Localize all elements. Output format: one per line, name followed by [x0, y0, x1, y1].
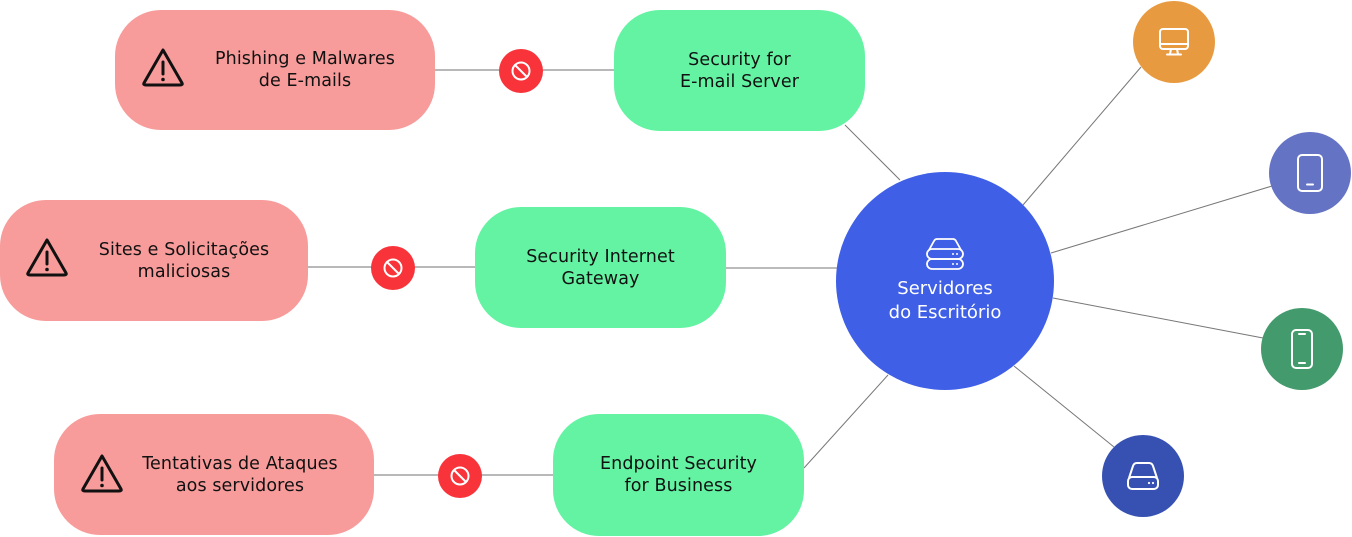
connector-line [803, 374, 889, 469]
device-tablet [1269, 132, 1351, 214]
solution-label: Security for E-mail Server [679, 49, 800, 92]
warning-triangle-icon [81, 454, 123, 493]
blocked-icon [438, 454, 482, 498]
solution-label: Security Internet Gateway [526, 246, 675, 289]
solution-node-email-server: Security for E-mail Server [614, 10, 865, 131]
warning-triangle-icon [142, 48, 184, 87]
hub-label: Servidores do Escritório [888, 278, 1002, 323]
solution-node-internet-gateway: Security Internet Gateway [475, 207, 726, 328]
connector-line [1050, 185, 1273, 254]
blocked-icon [499, 49, 543, 93]
connector-line [844, 124, 901, 181]
threat-label: Phishing e Malwares de E-mails [215, 49, 395, 91]
blocked-icon [371, 246, 415, 290]
threat-label: Sites e Solicitações maliciosas [98, 239, 270, 282]
threat-node-sites: Sites e Solicitações maliciosas [0, 200, 308, 321]
smartphone-icon [1291, 329, 1313, 369]
warning-triangle-icon [26, 238, 68, 277]
device-desktop [1133, 1, 1215, 83]
desktop-monitor-icon [1159, 28, 1189, 56]
threat-node-attacks: Tentativas de Ataques aos servidores [54, 414, 374, 535]
connector-line [1013, 365, 1115, 448]
hub-node-office-servers: Servidores do Escritório [836, 172, 1054, 390]
hard-drive-icon [1127, 462, 1159, 490]
threat-node-email: Phishing e Malwares de E-mails [115, 10, 435, 130]
solution-node-endpoint-security: Endpoint Security for Business [553, 414, 804, 536]
connector-line [1052, 297, 1264, 339]
server-stack-icon [926, 238, 964, 270]
threat-label: Tentativas de Ataques aos servidores [142, 453, 338, 496]
tablet-icon [1297, 154, 1323, 192]
connector-line [1022, 66, 1142, 206]
device-smartphone [1261, 308, 1343, 390]
device-storage [1102, 435, 1184, 517]
solution-label: Endpoint Security for Business [599, 454, 757, 496]
